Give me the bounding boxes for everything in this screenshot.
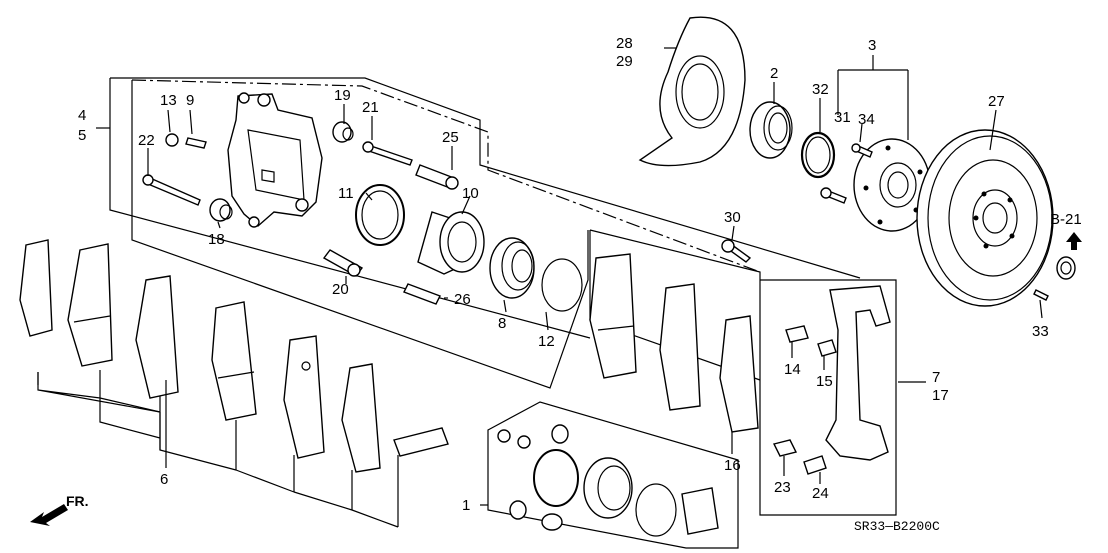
callout-24: 24: [812, 485, 829, 502]
callout-5: 5: [78, 127, 86, 144]
callout-34: 34: [858, 111, 875, 128]
callout-14: 14: [784, 361, 801, 378]
callout-13: 13: [160, 92, 177, 109]
brake-pads-set-6: [19, 239, 449, 473]
callout-21: 21: [362, 99, 379, 116]
callout-8: 8: [498, 315, 506, 332]
leader-lines: [96, 47, 1043, 484]
hub-group-outline: [837, 55, 909, 140]
callout-9: 9: [186, 92, 194, 109]
caliper-body: [227, 92, 323, 228]
brake-pads-set-16: [589, 253, 759, 433]
pad-set-group-outline: [37, 370, 399, 528]
reference-b21: B-21: [1050, 211, 1082, 250]
shim-15: [817, 339, 837, 357]
pin-26: [403, 283, 441, 305]
piston-seal: [355, 184, 405, 246]
boot-18: [209, 198, 233, 222]
callout-17: 17: [932, 387, 949, 404]
pin-20: [322, 249, 364, 277]
bolt-34: [851, 143, 873, 158]
callout-27: 27: [988, 93, 1005, 110]
pin-25: [415, 164, 459, 190]
shim-14: [785, 325, 809, 343]
boot-19: [332, 121, 354, 143]
callout-1: 1: [462, 497, 470, 514]
dust-shield: [638, 16, 746, 167]
bolt-30: [721, 239, 752, 263]
callout-26: 26: [454, 291, 471, 308]
callout-labels: 4 5 13 9 22 19 21 25 11 10 18 20 26 8 12…: [78, 35, 1049, 514]
shim-24: [803, 455, 827, 475]
front-direction-indicator: FR.: [30, 493, 89, 526]
callout-4: 4: [78, 107, 86, 124]
wheel-bearing: [749, 101, 793, 159]
seal-kit: [497, 424, 719, 537]
callout-22: 22: [138, 132, 155, 149]
callout-6: 6: [160, 471, 168, 488]
callout-33: 33: [1032, 323, 1049, 340]
callout-19: 19: [334, 87, 351, 104]
callout-11: 11: [338, 185, 354, 202]
bolt-21: [362, 141, 413, 166]
callout-25: 25: [442, 129, 459, 146]
callout-30: 30: [724, 209, 741, 226]
bolt-33: [1033, 289, 1049, 301]
callout-10: 10: [462, 185, 479, 202]
callout-18: 18: [208, 231, 225, 248]
front-arrow-icon: [30, 504, 68, 526]
callout-3: 3: [868, 37, 876, 54]
callout-28: 28: [616, 35, 633, 52]
bleeder-13-9: [165, 133, 207, 149]
kit-group-outline: [480, 401, 739, 549]
up-arrow-icon: [1066, 232, 1082, 250]
callout-23: 23: [774, 479, 791, 496]
shim-23: [772, 439, 798, 457]
callout-15: 15: [816, 373, 833, 390]
nut-b21: [1056, 256, 1076, 280]
callout-20: 20: [332, 281, 349, 298]
callout-12: 12: [538, 333, 555, 350]
callout-32: 32: [812, 81, 829, 98]
callout-31: 31: [834, 109, 851, 126]
pin-bolt-22: [142, 174, 201, 206]
front-hub: [853, 138, 931, 232]
front-label: FR.: [66, 493, 89, 509]
piston-boot: [489, 237, 535, 299]
callout-16: 16: [724, 457, 741, 474]
brake-disc: [916, 129, 1054, 307]
callout-7: 7: [932, 369, 940, 386]
bolt-31: [820, 187, 847, 204]
snap-ring-32: [800, 131, 836, 179]
diagram-code: SR33—B2200C: [854, 519, 940, 534]
caliper-bracket: [825, 285, 891, 461]
caliper-piston: [417, 211, 485, 275]
reference-label: B-21: [1050, 211, 1082, 228]
callout-29: 29: [616, 53, 633, 70]
callout-2: 2: [770, 65, 778, 82]
set-ring: [541, 258, 583, 312]
